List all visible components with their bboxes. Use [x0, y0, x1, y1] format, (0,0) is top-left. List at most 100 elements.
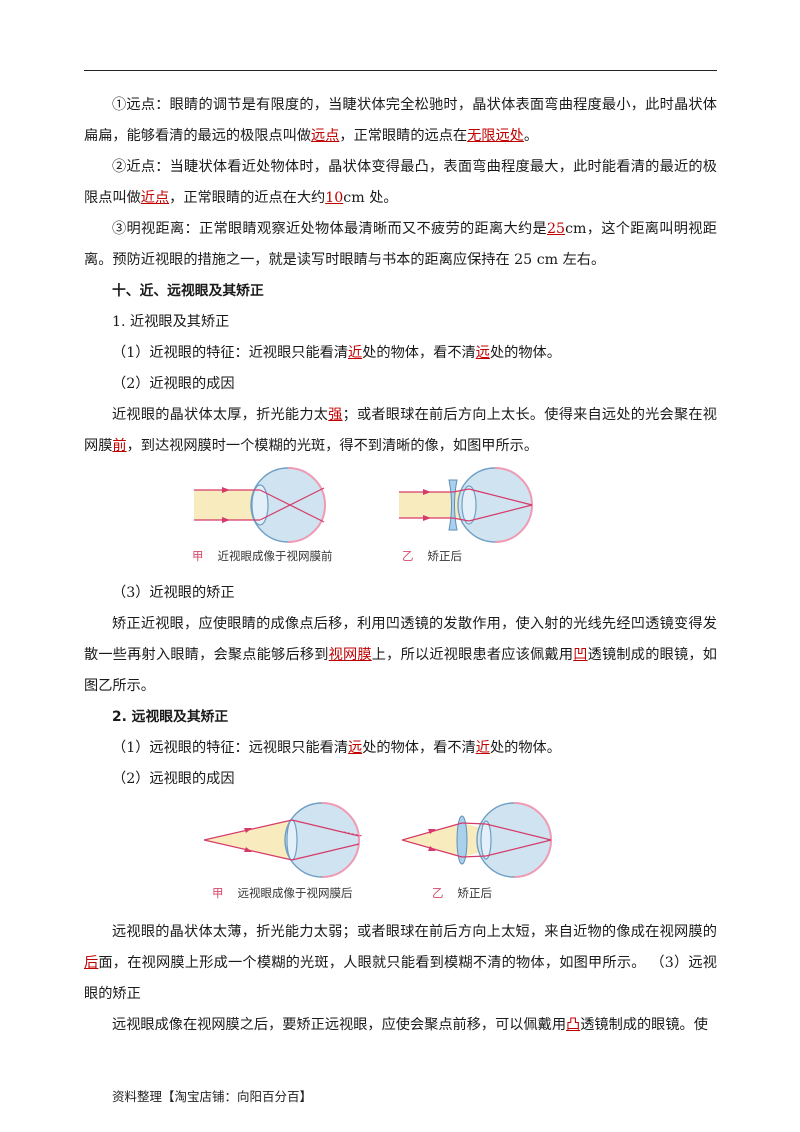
answer-blank: 凹 — [573, 647, 588, 663]
text-run: （2）远视眼的成因 — [112, 771, 235, 787]
text-run: （1）近视眼的特征：近视眼只能看清 — [112, 345, 349, 361]
ray — [485, 823, 552, 841]
text-run: 处的物体，看不清 — [362, 740, 476, 756]
ray — [461, 822, 487, 825]
text-run: 处的物体，看不清 — [362, 345, 476, 361]
answer-blank: 无限远处 — [467, 128, 524, 144]
text-run: 处的物体。 — [489, 740, 561, 756]
figure-caption-left: 甲远视眼成像于视网膜后 — [212, 885, 353, 901]
text-run: cm 处。 — [343, 190, 398, 206]
paragraph: ②近点：当睫状体看近处物体时，晶状体变得最凸，表面弯曲程度最大，此时能看清的最近… — [84, 152, 717, 214]
crystalline-lens — [480, 820, 492, 860]
text-run: （2）近视眼的成因 — [112, 376, 235, 392]
caption-mark: 乙 — [432, 886, 444, 900]
paragraph: （3）近视眼的矫正 — [84, 578, 717, 609]
retina-edge — [287, 467, 326, 543]
myopia-eye-diagram — [194, 467, 326, 543]
text-run: ，正常眼睛的远点在 — [339, 128, 468, 144]
crystalline-lens — [286, 819, 298, 861]
paragraph: （1）近视眼的特征：近视眼只能看清近处的物体，看不清远处的物体。 — [84, 338, 717, 369]
paragraph: 1. 近视眼及其矫正 — [84, 307, 717, 338]
arrow-head — [423, 515, 431, 521]
answer-blank: 近 — [475, 740, 490, 756]
answer-blank: 凸 — [566, 1017, 581, 1033]
paragraph: （1）远视眼的特征：远视眼只能看清远处的物体，看不清近处的物体。 — [84, 733, 717, 764]
answer-blank: 后 — [84, 955, 99, 971]
text-run: 远视眼的晶状体太薄，折光能力太弱；或者眼球在前后方向上太短，来自近物的像成在视网… — [112, 924, 717, 940]
answer-blank: 10 — [325, 190, 344, 206]
ray — [468, 488, 533, 506]
answer-blank: 近 — [348, 345, 363, 361]
answer-blank: 视网膜 — [328, 647, 372, 663]
text-run: ②近点：当睫状体看近处物体时，晶状体变得最凸，表面弯曲程度最大，此时能看清的最近… — [84, 159, 717, 206]
ray — [259, 489, 325, 523]
paragraph: （2）近视眼的成因 — [84, 369, 717, 400]
text-run: ；或者眼球在前后方向上太长。使得来自远处的光会聚在视网膜 — [84, 407, 717, 454]
caption-mark: 甲 — [192, 549, 204, 563]
text-run: 处的物体。 — [489, 345, 561, 361]
text-run: 透镜制成的眼镜。使 — [580, 1017, 708, 1033]
text-run: 近视眼的晶状体太厚，折光能力太 — [112, 407, 329, 423]
text-run: （1）远视眼的特征：远视眼只能看清 — [112, 740, 349, 756]
ray — [461, 855, 487, 858]
hyperopia-figure: 甲远视眼成像于视网膜后 乙矫正后 — [84, 801, 717, 907]
section-heading: 十、近、远视眼及其矫正 — [112, 283, 264, 299]
caption-text: 矫正后 — [427, 549, 463, 563]
crystalline-lens — [251, 484, 269, 526]
arrow-head — [244, 847, 252, 852]
paragraph: ①远点：眼睛的调节是有限度的，当睫状体完全松驰时，晶状体表面弯曲程度最小，此时晶… — [84, 90, 717, 152]
answer-blank: 远 — [475, 345, 490, 361]
paragraph: 矫正近视眼，应使眼睛的成像点后移，利用凹透镜的发散作用，使入射的光线先经凹透镜变… — [84, 609, 717, 702]
text-run: 矫正近视眼，应使眼睛的成像点后移，利用凹透镜的发散作用，使入射的光线先经凹透镜变… — [84, 616, 717, 663]
caption-mark: 乙 — [402, 549, 414, 563]
ray — [291, 843, 360, 861]
paragraph: 远视眼成像在视网膜之后，要矫正远视眼，应使会聚点前移，可以佩戴用凸透镜制成的眼镜… — [84, 1010, 717, 1041]
text-run: 远视眼成像在视网膜之后，要矫正远视眼，应使会聚点前移，可以佩戴用 — [112, 1017, 567, 1033]
text-run: （3）近视眼的矫正 — [112, 585, 235, 601]
text-run: 上，所以近视眼患者应该佩戴用 — [371, 647, 574, 663]
caption-text: 矫正后 — [457, 886, 493, 900]
answer-blank: 强 — [328, 407, 343, 423]
figure-caption-left: 甲近视眼成像于视网膜前 — [192, 548, 333, 564]
convex-lens — [456, 815, 468, 865]
arrow-head — [428, 829, 436, 834]
arrow-head — [244, 828, 252, 833]
ray — [452, 488, 470, 493]
text-run: 面，在视网膜上形成一个模糊的光斑，人眼就只能看到模糊不清的物体，如图甲所示。 （… — [84, 955, 717, 1002]
text-run: 。 — [523, 128, 539, 144]
retina-edge — [321, 802, 360, 878]
caption-mark: 甲 — [212, 886, 224, 900]
paragraph: ③明视距离：正常眼睛观察近处物体最清晰而又不疲劳的距离大约是25cm，这个距离叫… — [84, 214, 717, 276]
caption-text: 近视眼成像于视网膜前 — [217, 549, 333, 563]
corrected-hyperopia-diagram — [402, 802, 552, 878]
document-body: ①远点：眼睛的调节是有限度的，当睫状体完全松驰时，晶状体表面弯曲程度最小，此时晶… — [84, 90, 717, 1041]
paragraph: 远视眼的晶状体太薄，折光能力太弱；或者眼球在前后方向上太短，来自近物的像成在视网… — [84, 917, 717, 1010]
ray — [485, 839, 552, 857]
text-run: 1. 近视眼及其矫正 — [112, 314, 230, 330]
paragraph: （2）远视眼的成因 — [84, 764, 717, 795]
ray — [259, 487, 325, 521]
caption-text: 远视眼成像于视网膜后 — [237, 886, 353, 900]
corrected-myopia-diagram — [399, 467, 533, 543]
text-run: ①远点：眼睛的调节是有限度的，当睫状体完全松驰时，晶状体表面弯曲程度最小，此时晶… — [84, 97, 717, 144]
arrow-head — [222, 487, 230, 493]
answer-blank: 25 — [547, 221, 566, 237]
arrow-head — [428, 846, 436, 851]
myopia-figure: 甲近视眼成像于视网膜前 乙矫正后 — [84, 466, 717, 570]
text-run: cm，这个距离叫明视距离。预防近视眼的措施之一，就是读写时眼睛与书本的距离应保持… — [84, 221, 717, 268]
ray — [468, 504, 533, 522]
answer-blank: 近点 — [140, 190, 170, 206]
ray-extension — [343, 831, 363, 837]
footer-text: 资料整理【淘宝店铺：向阳百分百】 — [112, 1089, 313, 1104]
text-run: ，正常眼睛的近点在大约 — [169, 190, 326, 206]
figure-caption-right: 乙矫正后 — [402, 548, 462, 564]
section-heading: 2. 远视眼及其矫正 — [112, 709, 229, 725]
arrow-head — [423, 489, 431, 495]
answer-blank: 前 — [112, 438, 127, 454]
text-run: ③明视距离：正常眼睛观察近处物体最清晰而又不疲劳的距离大约是 — [112, 221, 548, 237]
hyperopia-eye-diagram — [204, 802, 363, 878]
paragraph: 近视眼的晶状体太厚，折光能力太强；或者眼球在前后方向上太长。使得来自远处的光会聚… — [84, 400, 717, 462]
ray — [452, 517, 470, 522]
crystalline-lens — [461, 485, 477, 525]
text-run: 透镜制成的眼镜，如图乙所示。 — [84, 647, 717, 694]
